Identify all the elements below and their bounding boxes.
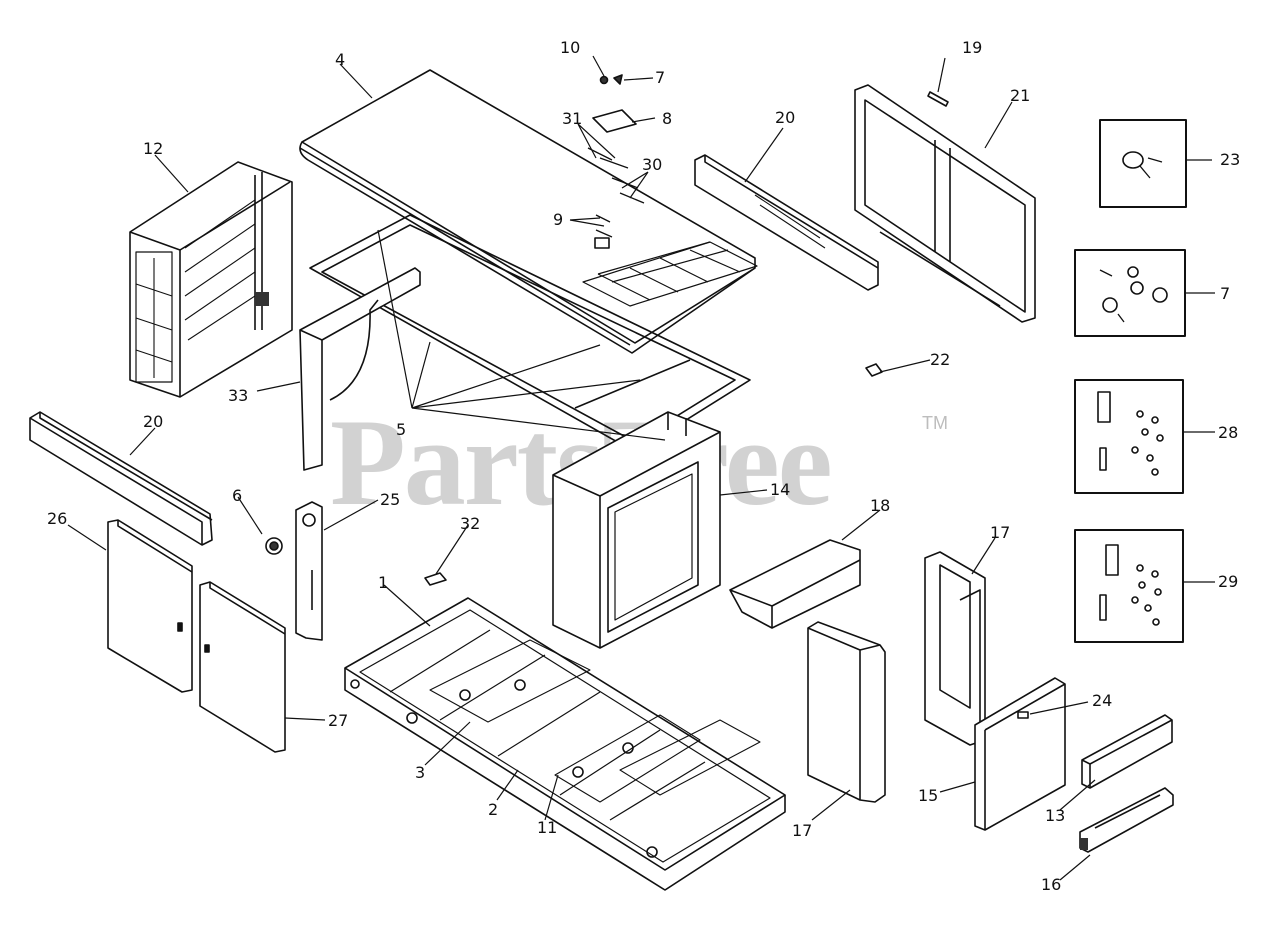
callout-23: 23 <box>1220 150 1241 169</box>
part-hardware-top[interactable] <box>587 74 645 238</box>
part-vertical-post[interactable] <box>295 501 323 641</box>
callout-29: 29 <box>1218 572 1239 591</box>
part-rail-right[interactable] <box>694 154 879 291</box>
part-side-rack-panel[interactable] <box>129 161 293 398</box>
part-side-frame[interactable] <box>924 551 986 746</box>
callout-17-top: 17 <box>990 523 1011 542</box>
callout-6: 6 <box>232 486 243 505</box>
part-center-housing[interactable] <box>552 411 721 649</box>
part-lower-panel[interactable] <box>974 677 1066 831</box>
callout-22: 22 <box>930 350 951 369</box>
callout-26: 26 <box>47 509 68 528</box>
part-support-bracket[interactable] <box>299 267 421 471</box>
watermark-trademark: TM <box>922 413 948 433</box>
kit-box-23[interactable] <box>1099 119 1187 208</box>
callout-12: 12 <box>143 139 164 158</box>
callout-13: 13 <box>1045 806 1066 825</box>
leader-lines <box>67 55 1215 881</box>
callout-16: 16 <box>1041 875 1062 894</box>
part-window-frame[interactable] <box>854 84 1036 323</box>
part-duct-chute[interactable] <box>729 539 861 629</box>
callout-2: 2 <box>488 800 499 819</box>
kit-box-7[interactable] <box>1074 249 1186 337</box>
part-small-bracket[interactable] <box>865 363 883 377</box>
callout-4: 4 <box>335 50 346 69</box>
callout-5: 5 <box>396 420 407 439</box>
callout-33: 33 <box>228 386 249 405</box>
callout-8: 8 <box>662 109 673 128</box>
callout-21: 21 <box>1010 86 1031 105</box>
part-rail-left[interactable] <box>29 411 213 546</box>
callout-24: 24 <box>1092 691 1113 710</box>
callout-32: 32 <box>460 514 481 533</box>
callout-14: 14 <box>770 480 791 499</box>
part-grommet[interactable] <box>265 537 283 555</box>
callout-28: 28 <box>1218 423 1239 442</box>
part-corner-panel-front[interactable] <box>807 621 886 803</box>
callout-25: 25 <box>380 490 401 509</box>
part-door-left[interactable] <box>107 519 193 693</box>
part-bracket-bar[interactable] <box>1079 787 1174 853</box>
kit-box-28[interactable] <box>1074 379 1184 494</box>
callout-7-top: 7 <box>655 68 666 87</box>
callout-10: 10 <box>560 38 581 57</box>
callout-17-bottom: 17 <box>792 821 813 840</box>
callout-19: 19 <box>962 38 983 57</box>
part-top-cover[interactable] <box>299 69 758 354</box>
part-latch[interactable] <box>927 91 949 107</box>
kit-box-29[interactable] <box>1074 529 1184 643</box>
part-door-right[interactable] <box>199 581 286 753</box>
callout-30: 30 <box>642 155 663 174</box>
callout-27: 27 <box>328 711 349 730</box>
part-small-bar[interactable] <box>1081 714 1173 789</box>
callout-11: 11 <box>537 818 558 837</box>
callout-9: 9 <box>553 210 564 229</box>
part-clip[interactable] <box>424 572 447 586</box>
callout-3: 3 <box>415 763 426 782</box>
callout-7-box: 7 <box>1220 284 1231 303</box>
part-clip-24[interactable] <box>1017 711 1029 719</box>
callout-18: 18 <box>870 496 891 515</box>
callout-20-right: 20 <box>775 108 796 127</box>
callout-15: 15 <box>918 786 939 805</box>
part-gasket-frame[interactable] <box>309 214 751 453</box>
part-base-frame[interactable] <box>344 597 786 891</box>
callout-31: 31 <box>562 109 583 128</box>
callout-20-left: 20 <box>143 412 164 431</box>
callout-1: 1 <box>378 573 389 592</box>
